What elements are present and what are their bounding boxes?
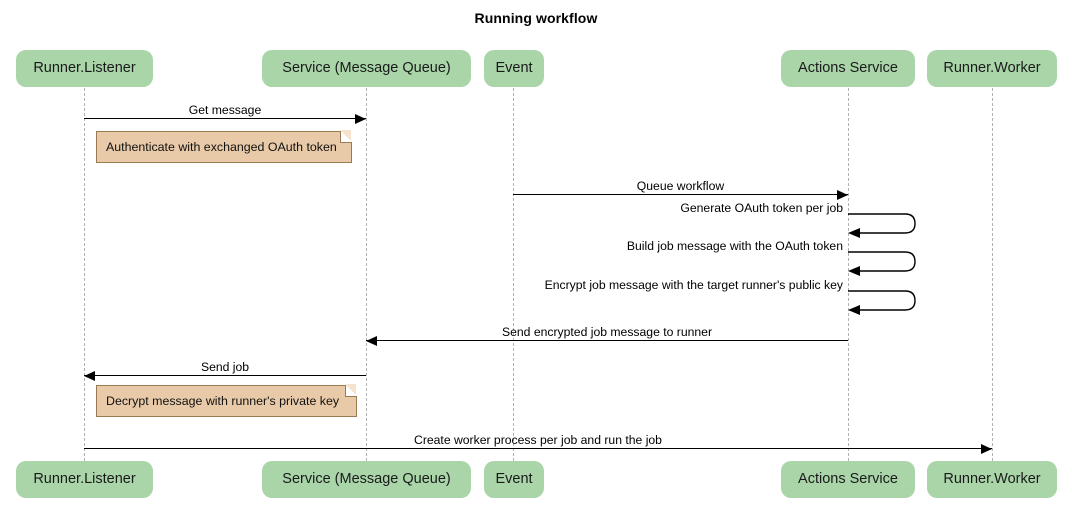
- participant-label: Runner.Listener: [33, 60, 136, 76]
- lifeline-event: [513, 88, 514, 461]
- note-fold-corner-icon: [345, 384, 357, 397]
- self-message-encrypt-job-message-with-the-target-runners-public-key: [848, 289, 919, 315]
- participant-label: Runner.Worker: [943, 60, 1041, 76]
- participant-label: Actions Service: [798, 471, 898, 487]
- message-line-send-encrypted-job-message-to-runner: [366, 340, 848, 341]
- message-label-create-worker-process-per-job-and-run-the-job: Create worker process per job and run th…: [414, 433, 662, 447]
- self-message-generate-oauth-token-per-job: [848, 212, 919, 238]
- participant-label: Service (Message Queue): [282, 60, 451, 76]
- participant-service-message-queue-top[interactable]: Service (Message Queue): [262, 50, 471, 87]
- participant-label: Runner.Worker: [943, 471, 1041, 487]
- arrowhead-create-worker-process-per-job-and-run-the-job: [981, 443, 992, 454]
- participant-event-bottom[interactable]: Event: [484, 461, 544, 498]
- participant-runner-listener-top[interactable]: Runner.Listener: [16, 50, 153, 87]
- note-fold-corner-icon: [340, 130, 352, 143]
- participant-label: Runner.Listener: [33, 471, 136, 487]
- lifeline-actions-service: [848, 88, 849, 461]
- participant-runner-worker-top[interactable]: Runner.Worker: [927, 50, 1057, 87]
- arrowhead-queue-workflow: [837, 189, 848, 200]
- participant-event-top[interactable]: Event: [484, 50, 544, 87]
- message-line-queue-workflow: [513, 194, 848, 195]
- note-text: Decrypt message with runner's private ke…: [106, 394, 340, 408]
- lifeline-runner-worker: [992, 88, 993, 461]
- participant-runner-listener-bottom[interactable]: Runner.Listener: [16, 461, 153, 498]
- participant-actions-service-top[interactable]: Actions Service: [781, 50, 915, 87]
- arrowhead-send-job: [84, 370, 95, 381]
- participant-label: Actions Service: [798, 60, 898, 76]
- participant-label: Event: [495, 60, 533, 76]
- message-line-create-worker-process-per-job-and-run-the-job: [84, 448, 992, 449]
- message-label-queue-workflow: Queue workflow: [636, 179, 725, 193]
- note-authenticate-with-exchanged-oauth-token: Authenticate with exchanged OAuth token: [96, 130, 352, 163]
- message-label-generate-oauth-token-per-job: Generate OAuth token per job: [680, 201, 843, 215]
- participant-label: Event: [495, 471, 533, 487]
- lifeline-service-message-queue: [366, 88, 367, 461]
- participant-label: Service (Message Queue): [282, 471, 451, 487]
- participant-actions-service-bottom[interactable]: Actions Service: [781, 461, 915, 498]
- message-label-get-message: Get message: [188, 103, 262, 117]
- message-label-build-job-message-with-the-oauth-token: Build job message with the OAuth token: [626, 239, 843, 253]
- message-label-encrypt-job-message-with-the-target-runners-public-key: Encrypt job message with the target runn…: [544, 278, 843, 292]
- arrowhead-get-message: [355, 113, 366, 124]
- lifeline-runner-listener: [84, 88, 85, 461]
- message-label-send-job: Send job: [200, 360, 250, 374]
- message-line-send-job: [84, 375, 366, 376]
- participant-runner-worker-bottom[interactable]: Runner.Worker: [927, 461, 1057, 498]
- message-line-get-message: [84, 118, 366, 119]
- diagram-title: Running workflow: [474, 10, 598, 26]
- note-text: Authenticate with exchanged OAuth token: [106, 140, 337, 154]
- self-message-build-job-message-with-the-oauth-token: [848, 250, 919, 276]
- arrowhead-send-encrypted-job-message-to-runner: [366, 335, 377, 346]
- note-decrypt-message-with-runners-private-key: Decrypt message with runner's private ke…: [96, 384, 357, 417]
- message-label-send-encrypted-job-message-to-runner: Send encrypted job message to runner: [501, 325, 713, 339]
- participant-service-message-queue-bottom[interactable]: Service (Message Queue): [262, 461, 471, 498]
